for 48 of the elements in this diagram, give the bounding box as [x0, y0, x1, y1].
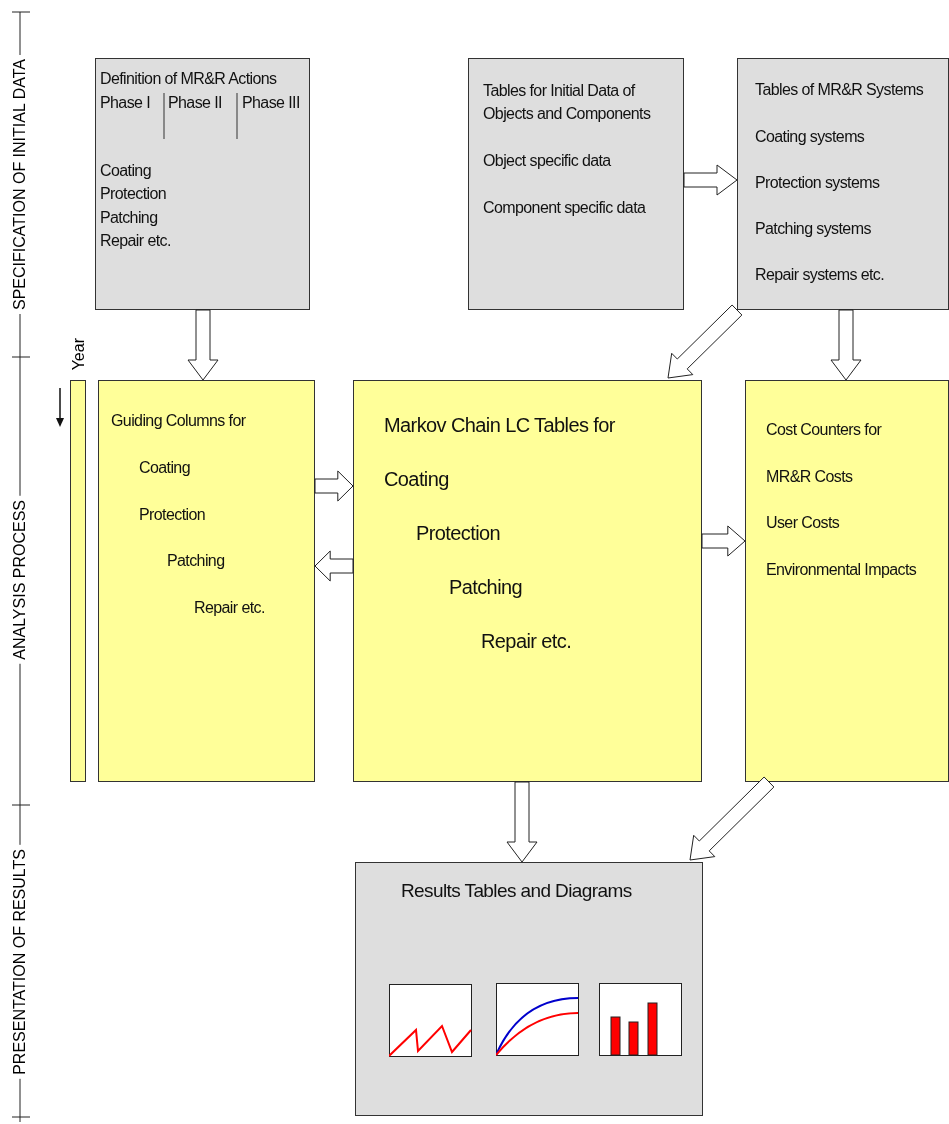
block-arrow: [506, 781, 538, 863]
block-arrow: [689, 776, 775, 861]
list-item: Protection systems: [755, 173, 880, 193]
list-item: Protection: [139, 505, 206, 525]
list-item: Component specific data: [483, 198, 646, 218]
block-arrow: [187, 309, 219, 381]
block-arrow: [830, 309, 862, 381]
list-item: Object specific data: [483, 151, 611, 171]
block-arrow: [314, 470, 354, 502]
box-title: Results Tables and Diagrams: [401, 879, 632, 903]
process-box: [98, 380, 315, 782]
list-item: Environmental Impacts: [766, 560, 917, 580]
list-item: Patching: [167, 551, 225, 571]
box-title: Guiding Columns for: [111, 411, 246, 431]
phase-label: Phase II: [168, 93, 222, 113]
list-item: MR&R Costs: [766, 467, 853, 487]
list-item: Repair etc.: [100, 231, 171, 251]
list-item: Patching systems: [755, 219, 871, 239]
phase-label: Phase III: [242, 93, 300, 113]
list-item: Protection: [100, 184, 167, 204]
list-item: Repair systems etc.: [755, 265, 885, 285]
list-item: Patching: [100, 208, 158, 228]
block-arrow: [667, 304, 743, 379]
box-title: Markov Chain LC Tables for: [384, 413, 615, 438]
process-box: [95, 58, 310, 310]
list-item: Protection: [416, 521, 501, 546]
list-item: Coating: [139, 458, 190, 478]
block-arrow: [701, 525, 746, 557]
box-title: Tables of MR&R Systems: [755, 80, 924, 100]
list-item: Repair etc.: [481, 629, 572, 654]
process-box: [468, 58, 684, 310]
process-box: [353, 380, 702, 782]
axis-title: Year: [70, 338, 88, 371]
list-item: Repair etc.: [194, 598, 265, 618]
process-box: [737, 58, 949, 310]
block-arrow: [683, 164, 738, 196]
list-item: User Costs: [766, 513, 840, 533]
list-item: Patching: [449, 575, 523, 600]
process-box: [355, 862, 703, 1116]
box-title: Cost Counters for: [766, 420, 882, 440]
process-box: [745, 380, 949, 782]
phase-label: Phase I: [100, 93, 151, 113]
box-title: Definition of MR&R Actions: [100, 69, 277, 89]
list-item: Coating systems: [755, 127, 865, 147]
block-arrow: [314, 550, 354, 582]
list-item: Coating: [100, 161, 151, 181]
box-title: Tables for Initial Data of Objects and Components: [483, 81, 652, 124]
list-item: Coating: [384, 467, 449, 492]
